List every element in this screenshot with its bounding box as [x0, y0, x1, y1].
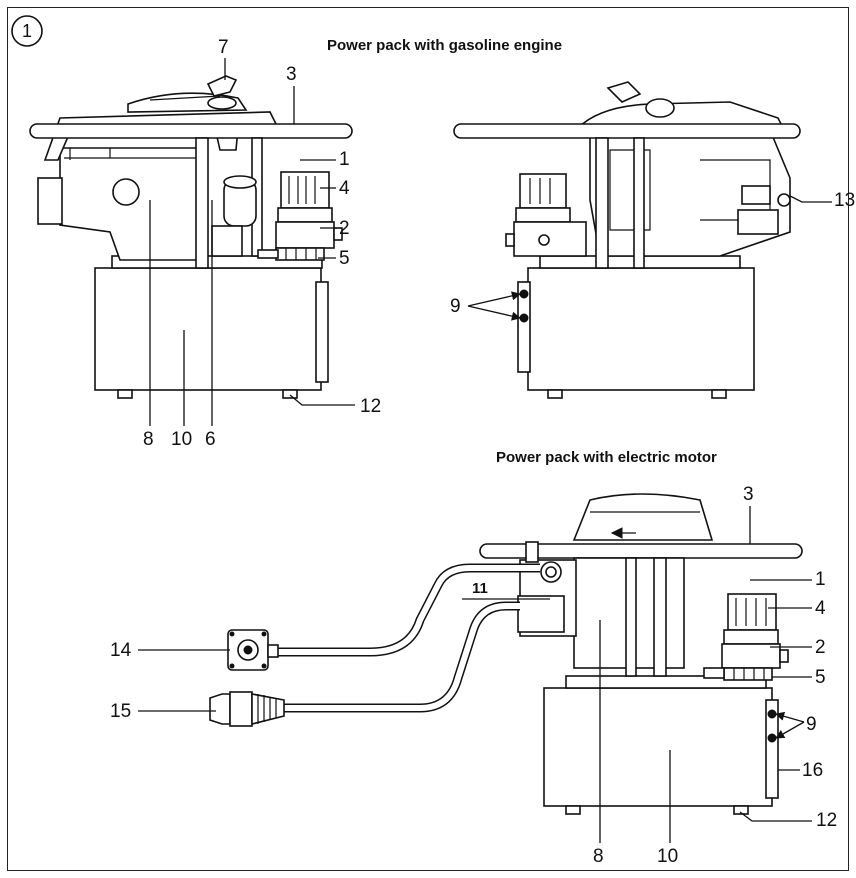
- valve-base: [275, 247, 325, 261]
- callout-6: 6: [205, 429, 216, 450]
- plug-strain-relief: [251, 693, 285, 726]
- callout-2: 2: [339, 218, 350, 239]
- tank-side-plate: [315, 281, 329, 383]
- callout-16: 16: [802, 760, 823, 781]
- title-gasoline: Power pack with gasoline engine: [327, 37, 562, 54]
- callout-3: 3: [286, 64, 297, 85]
- callout-13: 13: [834, 190, 855, 211]
- remote-gland: [267, 644, 279, 658]
- figure-number-badge: 1: [11, 15, 43, 47]
- tank-side-plate: [765, 699, 779, 799]
- recoil-starter: [741, 185, 771, 205]
- gasoline-pack-front-view: [29, 75, 353, 399]
- callout-9-rear: 9: [450, 296, 461, 317]
- valve-body: [275, 221, 335, 249]
- frame-post: [195, 137, 209, 269]
- oil-tank: [527, 267, 755, 391]
- hydraulic-port: [519, 313, 529, 323]
- starter-knob: [777, 193, 791, 207]
- oil-tank: [94, 267, 322, 391]
- callout-3-electric: 3: [743, 484, 754, 505]
- gas-left-callouts: 7 3 1 4 2 5 8 10 6 12: [143, 37, 381, 450]
- figure-number: 1: [22, 21, 32, 41]
- carrying-handle: [29, 123, 353, 139]
- electric-pack-view: [209, 493, 803, 815]
- hydraulic-port: [767, 733, 777, 743]
- tank-foot: [733, 805, 749, 815]
- valve-cap: [280, 171, 330, 209]
- callout-14: 14: [110, 640, 132, 661]
- callout-1: 1: [339, 149, 350, 170]
- bolt: [525, 541, 539, 563]
- callout-1-electric: 1: [815, 569, 826, 590]
- callout-11: 11: [472, 580, 488, 597]
- gas-right-callouts: 13 9: [450, 190, 855, 321]
- tank-foot: [565, 805, 581, 815]
- motor-fan-hood: [572, 493, 714, 541]
- callout-8: 8: [143, 429, 154, 450]
- callout-4-electric: 4: [815, 598, 826, 619]
- callout-10-electric: 10: [657, 846, 678, 867]
- fuel-cap: [207, 96, 237, 110]
- carrying-handle: [453, 123, 801, 139]
- gasoline-pack-rear-view: [453, 81, 801, 399]
- callout-9-electric: 9: [806, 714, 817, 735]
- callout-5: 5: [339, 248, 350, 269]
- figure-frame: [7, 7, 849, 871]
- valve-cap: [519, 173, 567, 209]
- callout-15: 15: [110, 701, 131, 722]
- engine-side-cover: [37, 177, 63, 225]
- callout-8-electric: 8: [593, 846, 604, 867]
- plug-body: [229, 691, 253, 727]
- starter-assembly: [737, 209, 779, 235]
- valve-screw: [333, 227, 343, 241]
- tank-foot: [117, 389, 133, 399]
- fuel-cap-handle: [606, 81, 642, 103]
- valve-fitting: [257, 249, 279, 259]
- frame-post: [595, 137, 609, 269]
- valve-collar: [277, 207, 333, 223]
- oil-filter-top: [223, 175, 257, 189]
- filter-mount: [211, 225, 243, 257]
- valve-body: [721, 643, 781, 669]
- tank-foot: [547, 389, 563, 399]
- fuel-cap: [645, 98, 675, 118]
- valve-base: [723, 667, 773, 681]
- valve-port: [538, 234, 550, 246]
- valve-collar: [515, 207, 571, 223]
- cable-gland-inner: [545, 566, 557, 578]
- frame-post: [633, 137, 645, 269]
- callout-5-electric: 5: [815, 667, 826, 688]
- fuel-cap-handle: [206, 75, 238, 97]
- hydraulic-port: [519, 289, 529, 299]
- title-electric: Power pack with electric motor: [496, 449, 717, 466]
- valve-cap: [727, 593, 777, 631]
- callout-10: 10: [171, 429, 192, 450]
- valve-body: [513, 221, 587, 257]
- valve-fitting: [703, 667, 725, 679]
- callout-12-electric: 12: [816, 810, 837, 831]
- callout-12: 12: [360, 396, 381, 417]
- callout-7: 7: [218, 37, 229, 58]
- hydraulic-port: [767, 709, 777, 719]
- power-plug: [209, 693, 231, 725]
- valve-screw: [779, 649, 789, 663]
- callout-2-electric: 2: [815, 637, 826, 658]
- oil-tank: [543, 687, 773, 807]
- tank-side-plate: [517, 281, 531, 373]
- callout-4: 4: [339, 178, 350, 199]
- electric-callouts: 3 1 4 2 5 11 14 15 9 16 12 8 10: [110, 484, 837, 867]
- tank-foot: [282, 389, 298, 399]
- valve-screw: [505, 233, 515, 247]
- terminal-block: [517, 595, 565, 633]
- engine-round-cover: [112, 178, 140, 206]
- frame-post: [625, 557, 637, 677]
- valve-collar: [723, 629, 779, 645]
- tank-foot: [711, 389, 727, 399]
- frame-post: [653, 557, 667, 677]
